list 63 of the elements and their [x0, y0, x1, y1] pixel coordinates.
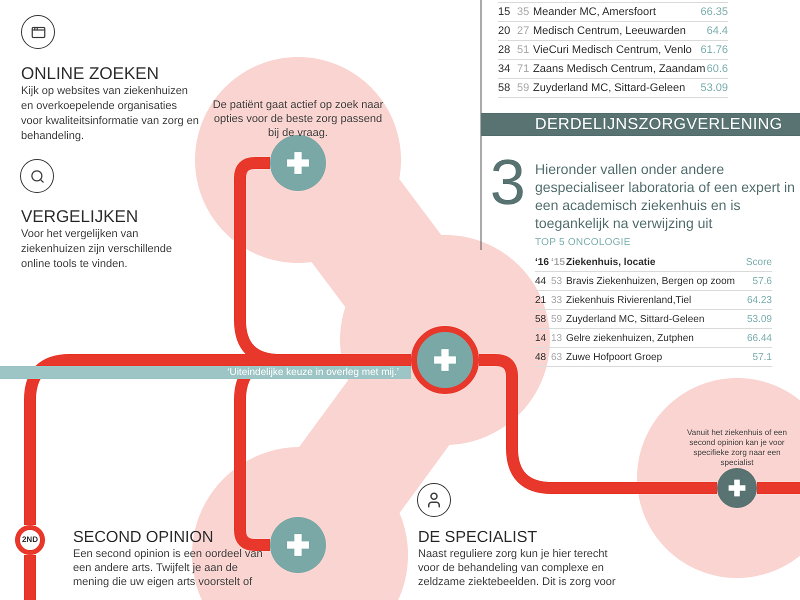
table-cell-text: 71 — [517, 62, 530, 77]
table-cell-text: 53 — [551, 275, 562, 289]
table-cell-text: 57.1 — [752, 351, 772, 365]
table-cell-text: 57.6 — [752, 275, 772, 289]
body-text: Voor het vergelijken van ziekenhuizen zijn verschillende online tools te vinden. — [21, 227, 174, 272]
column-header: ‘15 — [551, 256, 565, 270]
table-cell-text: 34 — [498, 62, 510, 77]
table-cell-text: 28 — [498, 43, 510, 58]
section-heading: SECOND OPINION — [73, 528, 214, 548]
node-caption: Vanuit het ziekenhuis of een second opinion kan je voor specifieke zorg naar een specialist — [686, 428, 788, 468]
table-cell-text: 27 — [517, 24, 530, 39]
table-cell-text: 44 — [535, 275, 546, 289]
table-cell-text: 53.09 — [746, 313, 772, 327]
large-number: 3 — [490, 150, 526, 214]
edge-label: ‘Uiteindelijke keuze in overleg met mij.’ — [0, 366, 411, 379]
body-text: Naast reguliere zorg kun je hier terecht voor de behandeling van complexe en zeldzame ziektebeelden. Dit is zorg voor — [418, 547, 616, 589]
table-cell-text: 59 — [517, 81, 530, 96]
table-cell-text: 14 — [535, 332, 546, 346]
table-cell-text: 60.6 — [706, 62, 728, 77]
table-cell-text: 51 — [517, 43, 530, 58]
section-heading: ONLINE ZOEKEN — [21, 63, 159, 85]
table-cell-text: 33 — [551, 294, 562, 308]
table-cell-text: Meander MC, Amersfoort — [533, 5, 656, 20]
section-band: DERDELIJNSZORGVERLENING — [481, 113, 800, 136]
table-cell-text: Ziekenhuis Rivierenland,Tiel — [566, 294, 692, 308]
route-line — [24, 555, 36, 600]
column-header: Score — [746, 256, 772, 270]
table-cell-text: Medisch Centrum, Leeuwarden — [533, 24, 686, 39]
table-cell-text: Bravis Ziekenhuizen, Bergen op zoom — [566, 275, 735, 289]
table-cell-text: 15 — [498, 5, 510, 20]
body-text: Kijk op websites van ziekenhuizen en overkoepelende organisaties voor kwaliteitsinformatie van zorg en behandeling. — [21, 84, 200, 144]
intro-text: Hieronder vallen onder andere gespecialiseer laboratoria of een expert in een academisch ziekenhuis en is toegankelijk na verwijzing uit — [535, 160, 796, 232]
table-cell-text: 66.35 — [700, 5, 728, 20]
table-cell-text: 58 — [535, 313, 546, 327]
table-cell-text: 59 — [551, 313, 562, 327]
table-cell-text: 58 — [498, 81, 510, 96]
column-header: ‘16 — [535, 256, 549, 270]
table-cell-text: 21 — [535, 294, 546, 308]
route-line — [479, 354, 717, 494]
table-cell-text: Zuyderland MC, Sittard-Geleen — [566, 313, 704, 327]
table-cell-text: VieCuri Medisch Centrum, Venlo — [533, 43, 692, 58]
route-line — [757, 482, 800, 494]
table-cell-text: Gelre ziekenhuizen, Zutphen — [566, 332, 694, 346]
table-cell-text: 13 — [551, 332, 562, 346]
node-caption: De patiënt gaat actief op zoek naar opties voor de beste zorg passend bij de vraag. — [212, 98, 384, 140]
table-cell-text: 66.44 — [746, 332, 772, 346]
station-badge: 2ND — [15, 525, 45, 555]
table-cell-text: 64.4 — [706, 24, 728, 39]
table-cell-text: 61.76 — [700, 43, 728, 58]
table-cell-text: 64.23 — [746, 294, 772, 308]
table-cell-text: 35 — [517, 5, 530, 20]
table-title: TOP 5 ONCOLOGIE — [535, 236, 631, 250]
table-cell-text: 48 — [535, 351, 546, 365]
table-cell-text: Zuyderland MC, Sittard-Geleen — [533, 81, 686, 96]
table-cell-text: Zaans Medisch Centrum, Zaandam — [533, 62, 706, 77]
table-cell-text: 20 — [498, 24, 510, 39]
section-heading: DE SPECIALIST — [418, 528, 538, 548]
table-cell-text: 63 — [551, 351, 562, 365]
body-text: Een second opinion is een oordeel van een andere arts. Twijfelt je aan de mening die uw eigen arts voorstelt of — [73, 547, 264, 589]
section-heading: VERGELIJKEN — [21, 206, 138, 228]
table-cell-text: Zuwe Hofpoort Groep — [566, 351, 662, 365]
table-cell-text: 53.09 — [700, 81, 728, 96]
column-header: Ziekenhuis, locatie — [566, 256, 656, 270]
